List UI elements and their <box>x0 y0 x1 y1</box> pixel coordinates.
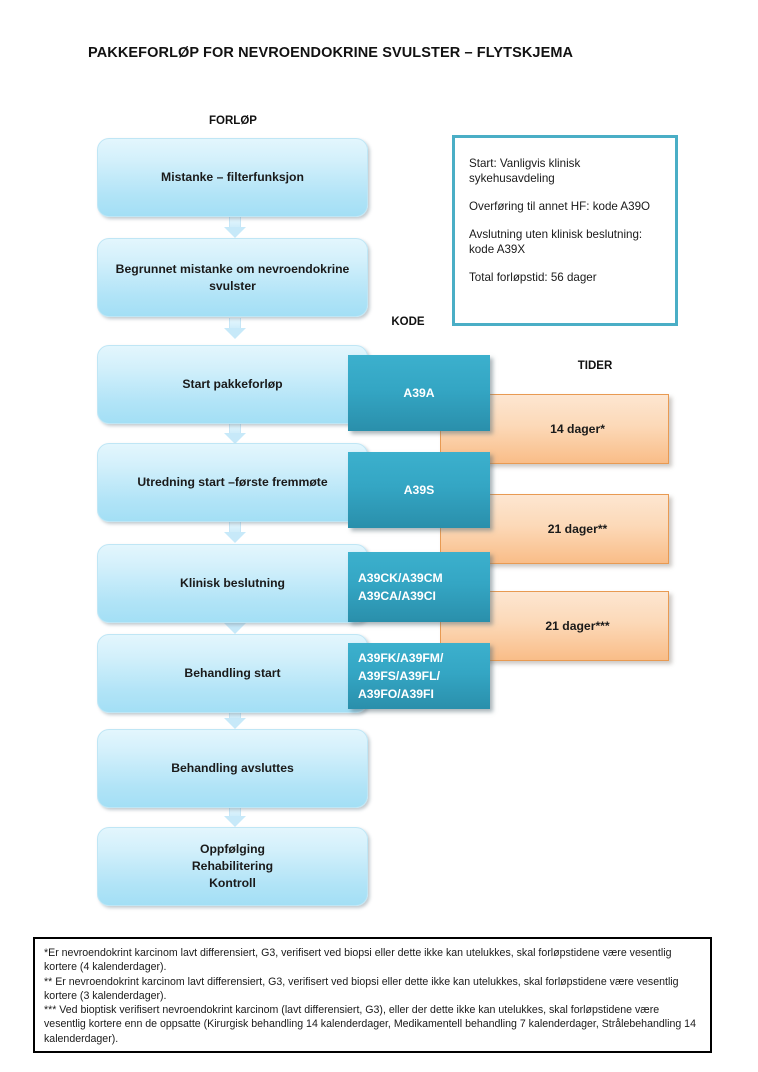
code-box-a39f-group: A39FK/A39FM/ A39FS/A39FL/ A39FO/A39FI <box>348 643 490 709</box>
flow-box-label: Klinisk beslutning <box>180 576 285 590</box>
footnote-box: *Er nevroendokrint karcinom lavt differe… <box>33 937 712 1053</box>
info-line-transfer: Overføring til annet HF: kode A39O <box>469 200 651 213</box>
code-box-a39a: A39A <box>348 355 490 431</box>
column-header-forlop: FORLØP <box>209 115 257 127</box>
flow-box-label: Start pakkeforløp <box>182 377 283 391</box>
arrow-down-icon <box>224 217 246 238</box>
code-box-a39c-group: A39CK/A39CM A39CA/A39CI <box>348 552 490 622</box>
info-line-total-time: Total forløpstid: 56 dager <box>469 271 597 284</box>
flow-box-label: Mistanke – filterfunksjon <box>161 170 304 184</box>
info-line-start: Start: Vanligvis klinisk sykehusavdeling <box>469 157 581 185</box>
info-line-termination: Avslutning uten klinisk beslutning: kode… <box>469 228 643 256</box>
code-box-label: A39S <box>403 483 435 497</box>
flow-box-behandling-start: Behandling start <box>97 634 368 713</box>
flow-box-label: Oppfølging Rehabilitering Kontroll <box>191 842 274 890</box>
time-box-label: 21 dager** <box>547 522 608 536</box>
footnote-text: *Er nevroendokrint karcinom lavt differe… <box>44 947 696 1045</box>
info-box: Start: Vanligvis klinisk sykehusavdeling… <box>452 135 678 326</box>
flow-box-mistanke-filterfunksjon: Mistanke – filterfunksjon <box>97 138 368 217</box>
flow-box-label: Behandling avsluttes <box>171 761 294 775</box>
flow-box-label: Utredning start –første fremmøte <box>137 475 328 489</box>
page-title: PAKKEFORLØP FOR NEVROENDOKRINE SVULSTER … <box>88 45 574 61</box>
arrow-down-icon <box>224 806 246 827</box>
arrow-down-icon <box>224 423 246 444</box>
arrow-down-icon <box>224 522 246 543</box>
arrow-down-icon <box>224 318 246 339</box>
code-box-a39s: A39S <box>348 452 490 528</box>
flow-box-klinisk-beslutning: Klinisk beslutning <box>97 544 368 623</box>
code-box-label: A39A <box>403 386 435 400</box>
time-box-label: 14 dager* <box>550 422 605 436</box>
code-box-label: A39FK/A39FM/ A39FS/A39FL/ A39FO/A39FI <box>358 651 444 701</box>
column-header-tider: TIDER <box>577 360 613 372</box>
flow-box-label: Begrunnet mistanke om nevroendokrine svu… <box>115 261 350 293</box>
flow-box-begrunnet-mistanke: Begrunnet mistanke om nevroendokrine svu… <box>97 238 368 317</box>
arrow-down-icon <box>224 708 246 729</box>
flow-box-utredning-start: Utredning start –første fremmøte <box>97 443 368 522</box>
flow-box-oppfolging-rehabilitering-kontroll: Oppfølging Rehabilitering Kontroll <box>97 827 368 906</box>
code-box-label: A39CK/A39CM A39CA/A39CI <box>358 571 443 603</box>
time-box-label: 21 dager*** <box>545 619 610 633</box>
flow-box-label: Behandling start <box>184 666 281 680</box>
flow-box-behandling-avsluttes: Behandling avsluttes <box>97 729 368 808</box>
flow-box-start-pakkeforlop: Start pakkeforløp <box>97 345 368 424</box>
column-header-kode: KODE <box>391 316 425 328</box>
